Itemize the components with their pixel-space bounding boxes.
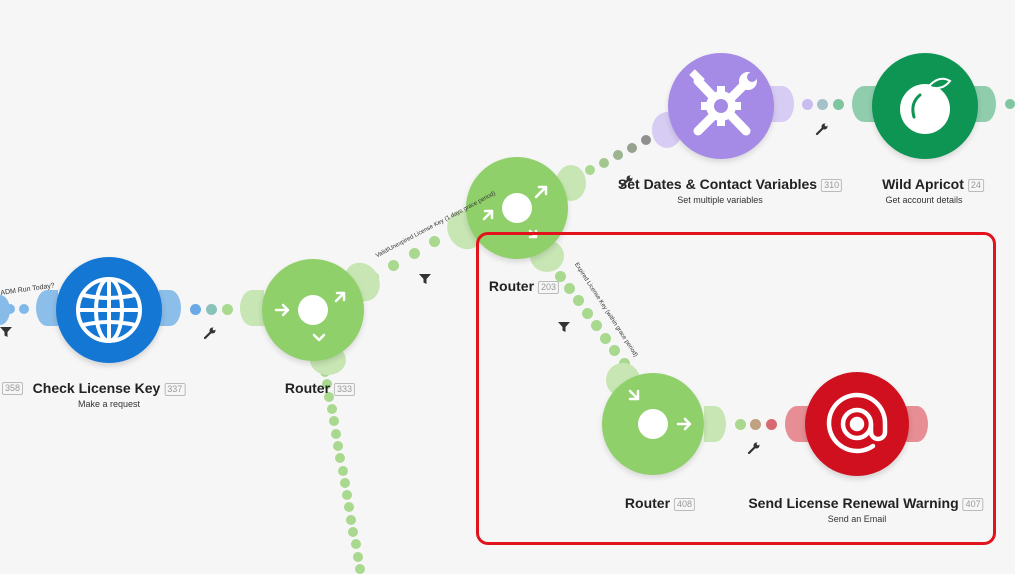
module-subtitle: Set multiple variables — [677, 195, 763, 205]
connection-dot — [341, 490, 352, 501]
globe-icon — [76, 277, 142, 343]
connection-dot — [339, 477, 350, 488]
output-slot — [906, 406, 928, 442]
connection-dot — [817, 98, 828, 110]
connection-dot — [350, 539, 361, 550]
input-slot — [36, 290, 58, 326]
module-set-dates[interactable] — [668, 53, 774, 159]
module-subtitle: Make a request — [77, 399, 141, 409]
connection-dot — [388, 259, 399, 271]
highlight-frame — [476, 232, 996, 545]
module-subtitle: Send an Email — [827, 514, 887, 524]
connection-dot — [221, 303, 233, 315]
output-slot — [974, 86, 996, 122]
connection-dot — [429, 236, 440, 248]
wrench-icon[interactable] — [815, 122, 829, 136]
connection-dot — [344, 502, 355, 513]
connection-dot — [5, 304, 15, 314]
connection-dot — [189, 303, 201, 315]
connection-dot — [563, 282, 575, 294]
connection-dot — [19, 304, 29, 314]
connection-dot — [585, 165, 595, 175]
connection-dot — [599, 157, 609, 168]
module-id-badge: 333 — [334, 382, 356, 396]
input-slot — [240, 290, 264, 326]
connection-dot — [346, 514, 357, 525]
connection-dot — [591, 320, 603, 332]
connection-dot — [328, 416, 339, 427]
connection-dot — [337, 465, 348, 476]
connection-dot — [609, 345, 621, 357]
connection-dot — [408, 248, 420, 259]
connection-dot — [326, 403, 337, 414]
module-id-badge: 408 — [674, 497, 696, 511]
partial-module-badge: 358 — [2, 382, 24, 395]
connection-dot — [330, 428, 341, 439]
connection-dot — [352, 551, 363, 562]
connection-dot — [355, 564, 365, 574]
connection-dot — [333, 440, 344, 451]
module-check-license-key[interactable] — [56, 257, 162, 363]
module-subtitle: Get account details — [885, 195, 963, 205]
apricot-icon — [900, 77, 952, 134]
filter-icon[interactable] — [419, 273, 431, 285]
tools-icon — [689, 69, 757, 136]
connection-dot — [554, 270, 566, 282]
filter-icon[interactable] — [558, 321, 570, 333]
filter-icon[interactable] — [0, 326, 12, 338]
connection-dot — [613, 150, 623, 160]
connection-dot — [641, 135, 651, 145]
partial-output-slot — [0, 295, 10, 325]
module-send-license-renewal-warning[interactable] — [805, 372, 909, 476]
module-router-333[interactable] — [262, 259, 364, 361]
output-slot — [159, 290, 181, 326]
module-id-badge: 310 — [821, 178, 843, 192]
wrench-icon[interactable] — [747, 441, 761, 455]
output-slot — [704, 406, 726, 442]
connection-dot — [205, 303, 217, 315]
at-sign-icon — [826, 392, 888, 454]
module-id-badge: 337 — [164, 382, 186, 396]
connection-dot — [750, 418, 761, 430]
connection-dot — [581, 307, 593, 319]
wrench-icon[interactable] — [203, 326, 217, 340]
connection-dot — [324, 391, 335, 402]
wrench-icon[interactable] — [620, 174, 634, 188]
output-slot — [770, 86, 794, 122]
connection-dot — [1005, 99, 1015, 109]
connection-dot — [348, 527, 359, 538]
connection-dot — [832, 98, 844, 110]
module-id-badge: 203 — [538, 280, 560, 294]
router-icon — [274, 291, 346, 342]
module-id-badge: 24 — [967, 178, 984, 192]
module-id-badge: 407 — [962, 497, 984, 511]
module-router-408[interactable] — [602, 373, 704, 475]
module-wild-apricot[interactable] — [872, 53, 978, 159]
connection-dot — [627, 142, 637, 153]
connection-dot — [335, 453, 346, 464]
connection-dot — [600, 332, 612, 344]
router-icon — [482, 185, 548, 239]
connection-dot — [734, 418, 746, 430]
connection-dot — [765, 418, 777, 430]
connection-dot — [322, 379, 333, 390]
connection-dot — [801, 98, 813, 110]
connection-dot — [572, 295, 584, 307]
router-icon — [628, 389, 692, 439]
